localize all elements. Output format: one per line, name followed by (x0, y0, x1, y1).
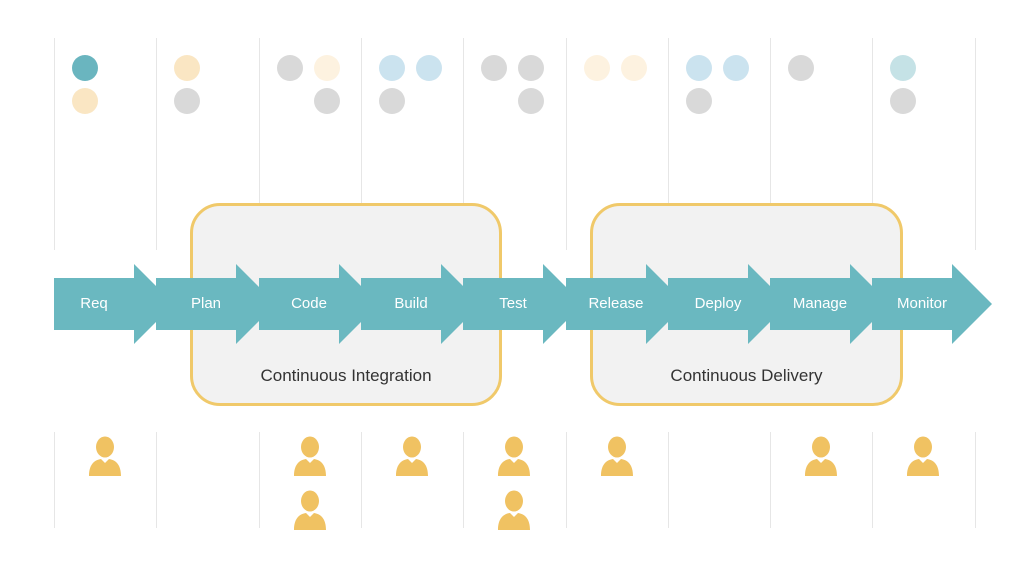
arrow-shape (361, 264, 481, 344)
person-icon (600, 436, 634, 476)
divider-line-bottom (566, 432, 567, 528)
status-dot (890, 55, 916, 81)
person-icon (293, 436, 327, 476)
status-dot (379, 55, 405, 81)
arrow-shape (872, 264, 992, 344)
status-dot (314, 88, 340, 114)
divider-line-bottom (975, 432, 976, 528)
divider-line-bottom (463, 432, 464, 528)
divider-line-bottom (872, 432, 873, 528)
divider-line-top (975, 38, 976, 250)
person-icon (88, 436, 122, 476)
person-icon (804, 436, 838, 476)
person-icon (497, 490, 531, 530)
pipeline-step-monitor: Monitor (872, 264, 992, 344)
divider-line-bottom (259, 432, 260, 528)
status-dot (72, 55, 98, 81)
status-dot (890, 88, 916, 114)
divider-line-top (668, 38, 669, 250)
status-dot (723, 55, 749, 81)
pipeline-step-test: Test (463, 264, 583, 344)
status-dot (518, 55, 544, 81)
divider-line-top (259, 38, 260, 250)
status-dot (584, 55, 610, 81)
arrow-shape (156, 264, 276, 344)
divider-line-top (872, 38, 873, 250)
status-dot (621, 55, 647, 81)
status-dot (174, 55, 200, 81)
arrow-shape (54, 264, 174, 344)
pipeline-step-plan: Plan (156, 264, 276, 344)
status-dot (174, 88, 200, 114)
status-dot (788, 55, 814, 81)
divider-line-top (361, 38, 362, 250)
status-dot (277, 55, 303, 81)
arrow-shape (770, 264, 890, 344)
arrow-shape (259, 264, 379, 344)
status-dot (481, 55, 507, 81)
person-icon (395, 436, 429, 476)
divider-line-top (463, 38, 464, 250)
arrow-shape (463, 264, 583, 344)
status-dot (72, 88, 98, 114)
person-icon (497, 436, 531, 476)
arrow-shape (668, 264, 788, 344)
divider-line-top (156, 38, 157, 250)
status-dot (686, 55, 712, 81)
divider-line-bottom (668, 432, 669, 528)
group-label: Continuous Integration (260, 366, 432, 385)
status-dot (379, 88, 405, 114)
group-label: Continuous Delivery (670, 366, 823, 385)
divider-line-bottom (54, 432, 55, 528)
person-icon (293, 490, 327, 530)
divider-line-bottom (361, 432, 362, 528)
person-icon (906, 436, 940, 476)
divider-line-bottom (156, 432, 157, 528)
arrow-shape (566, 264, 686, 344)
status-dot (686, 88, 712, 114)
divider-line-bottom (770, 432, 771, 528)
status-dot (416, 55, 442, 81)
divider-line-top (566, 38, 567, 250)
divider-line-top (770, 38, 771, 250)
status-dot (314, 55, 340, 81)
status-dot (518, 88, 544, 114)
divider-line-top (54, 38, 55, 250)
